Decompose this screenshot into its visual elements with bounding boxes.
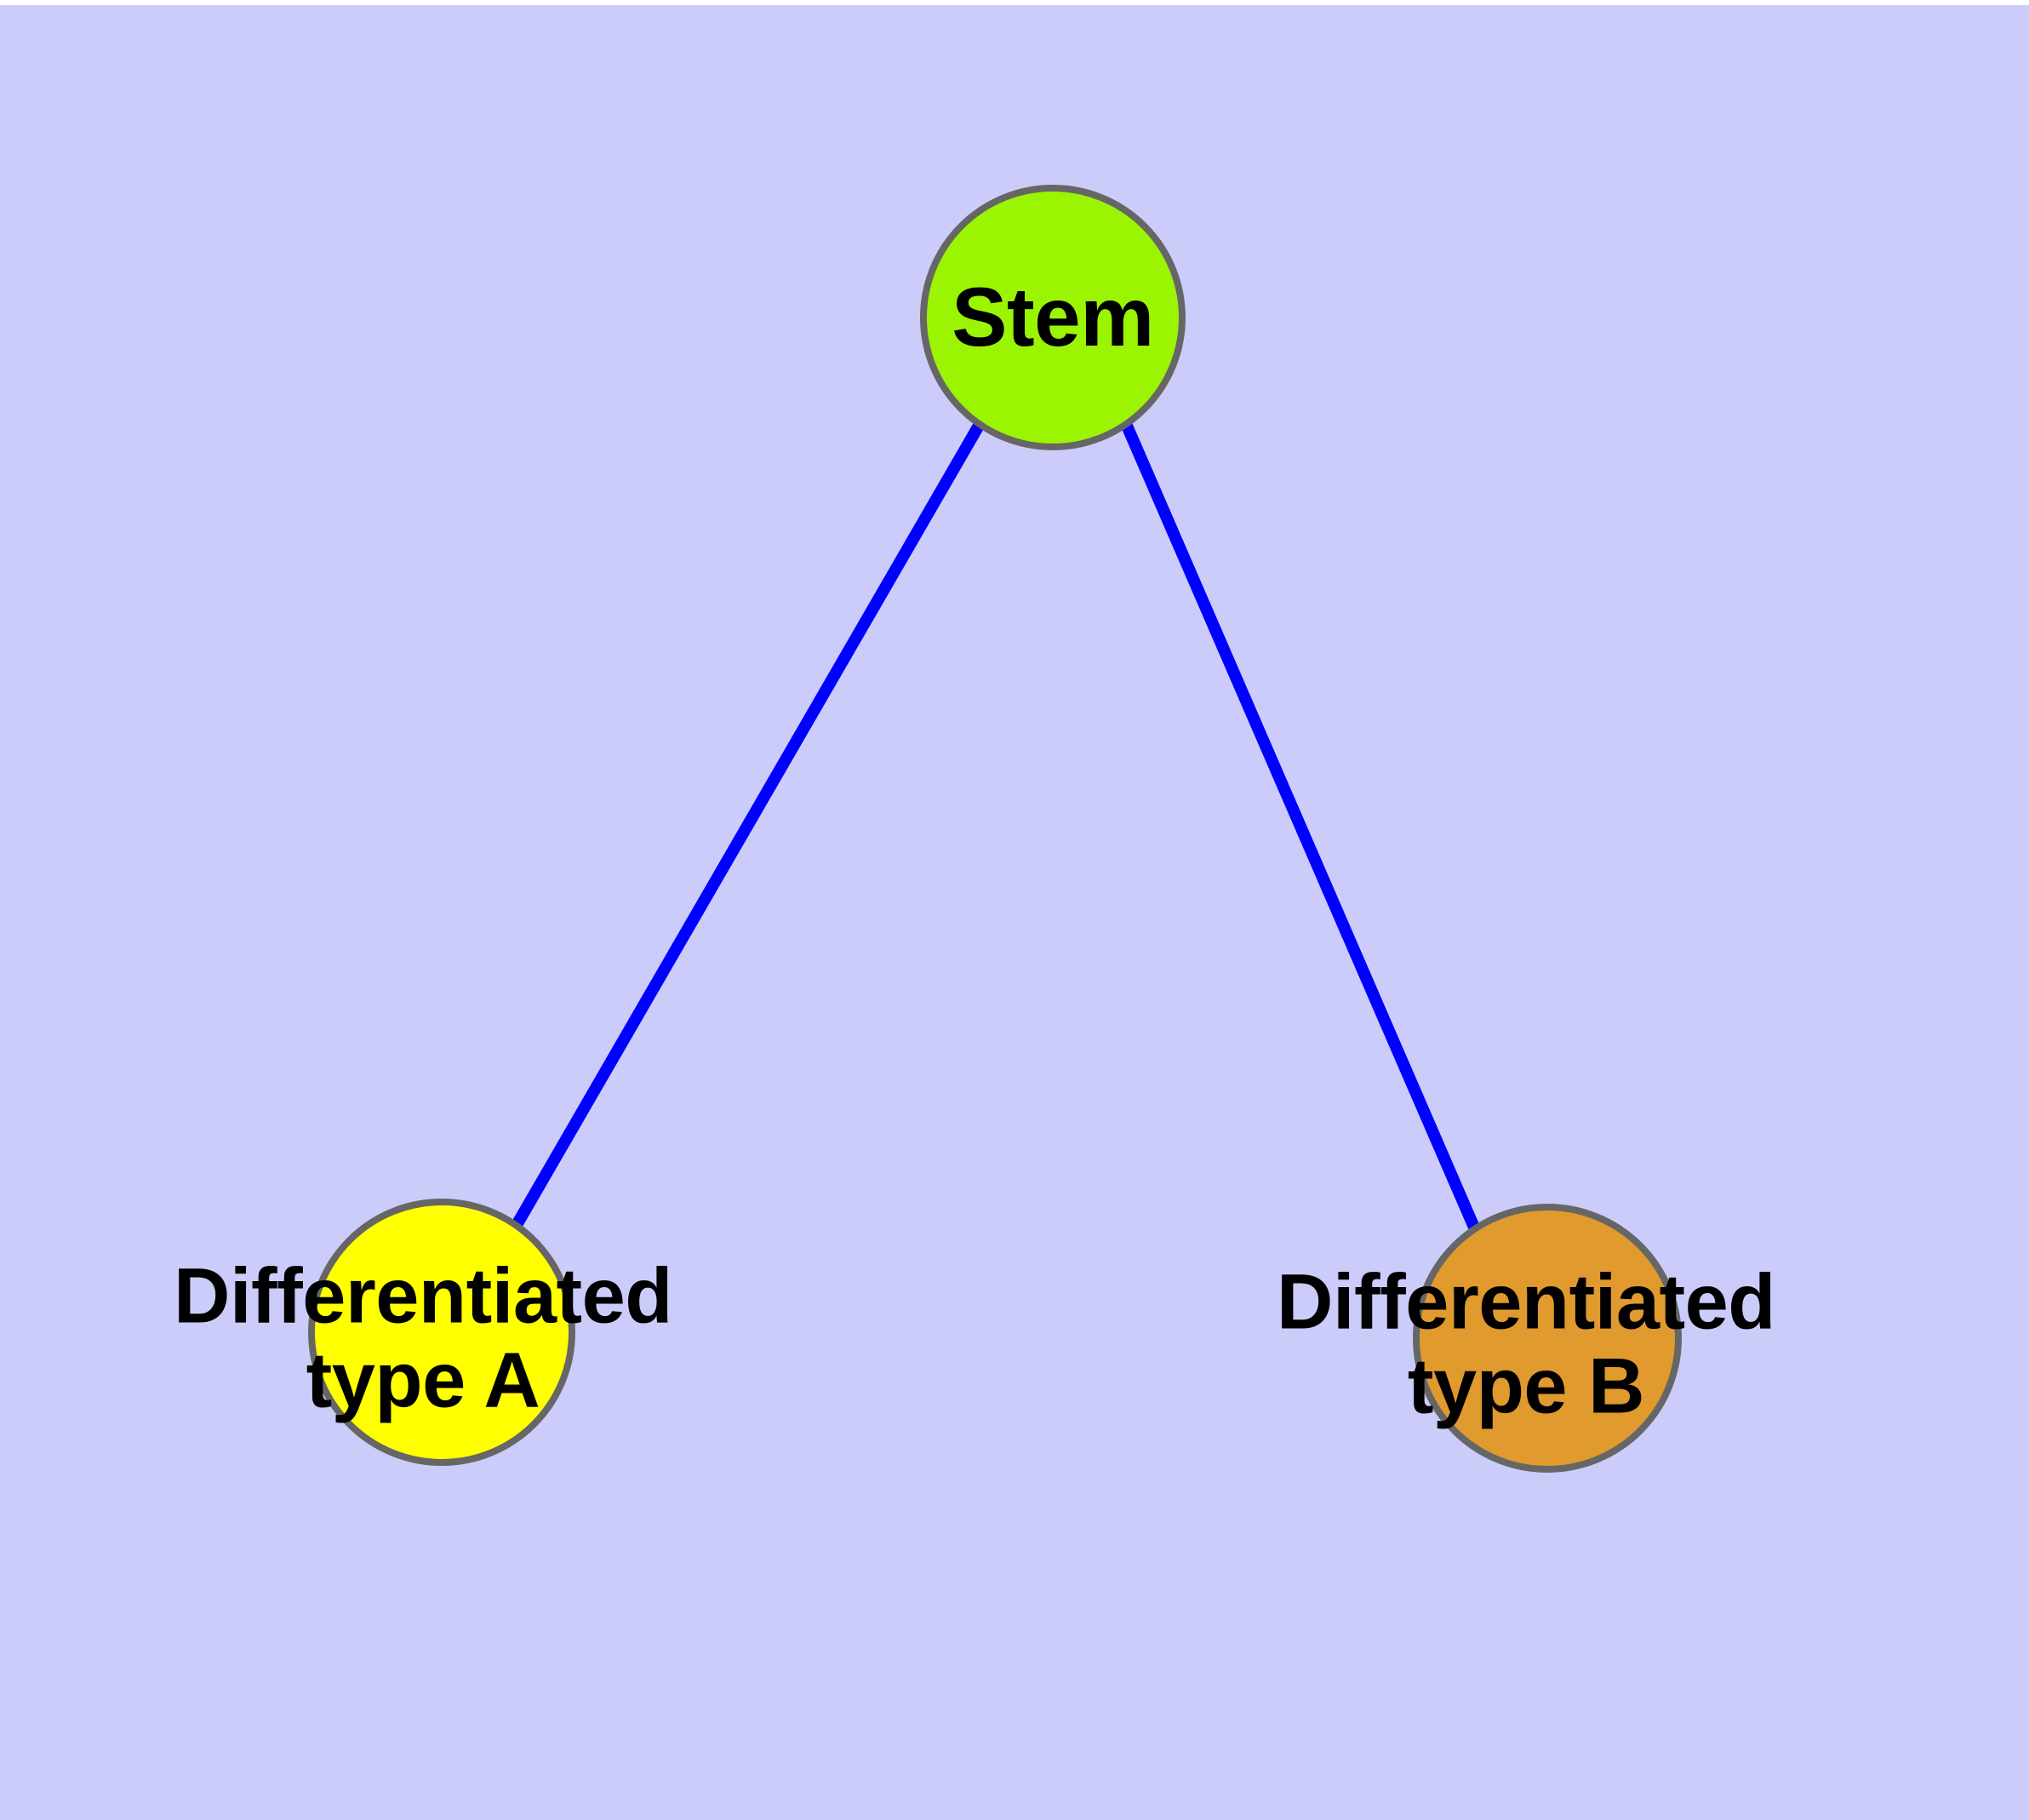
node-group xyxy=(308,185,1682,1473)
node-label-differentiated-type-a: Differentiated type A xyxy=(174,1252,672,1424)
node-label-stem: Stem xyxy=(952,270,1154,364)
node-label-differentiated-type-b: Differentiated type B xyxy=(1277,1258,1775,1430)
edge-stem-to-differentiated-type-a[interactable] xyxy=(511,422,985,1228)
node-stem[interactable] xyxy=(920,185,1186,450)
edge-group xyxy=(511,422,1481,1232)
edge-stem-to-differentiated-type-b[interactable] xyxy=(1121,423,1481,1232)
node-differentiated-type-a[interactable] xyxy=(308,1199,575,1466)
node-differentiated-type-b[interactable] xyxy=(1413,1204,1682,1473)
top-edge-strip xyxy=(0,0,2029,5)
